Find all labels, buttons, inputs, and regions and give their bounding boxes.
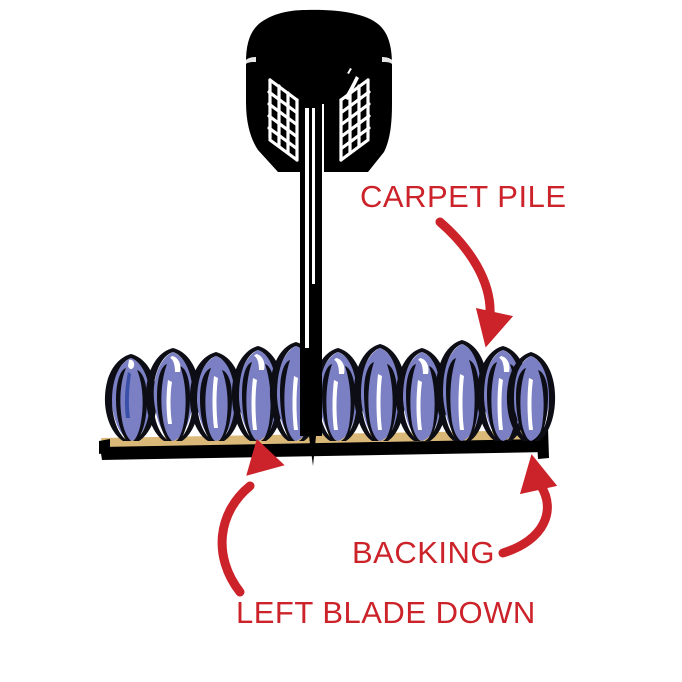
backing-label: BACKING <box>352 535 495 570</box>
pile-tuft <box>104 354 158 441</box>
blade-shaft <box>300 100 322 466</box>
backing-left-end <box>99 439 110 454</box>
pile-tuft <box>506 352 556 441</box>
backing-arrow-stem <box>498 481 552 558</box>
carpet-pile-label: CARPET PILE <box>360 179 567 214</box>
carpet-pile-arrow-head <box>475 307 514 348</box>
tool-head <box>246 9 392 172</box>
tool-grille-left <box>267 78 299 162</box>
annotation-left-blade-down: LEFT BLADE DOWN <box>217 439 536 630</box>
tool-head-shoulder-break-right <box>382 57 392 64</box>
tool-head-body <box>246 9 392 172</box>
left-blade-down-label: LEFT BLADE DOWN <box>236 595 536 630</box>
tool-head-highlight-streak <box>344 76 359 100</box>
backing-arrow-head <box>519 454 558 495</box>
tool-head-shoulder-break-left <box>246 57 256 64</box>
carpet-pile-arrow-stem <box>435 217 495 321</box>
pile-tuft <box>189 352 243 441</box>
annotation-backing: BACKING <box>352 454 558 570</box>
tool-grille-right <box>339 78 371 162</box>
backing-black-bar <box>100 439 548 460</box>
blade-shaft-highlight <box>305 108 309 348</box>
annotation-carpet-pile: CARPET PILE <box>360 179 567 348</box>
carpet-cutting-tool <box>246 9 392 466</box>
blade-shaft-highlight-2 <box>312 108 315 284</box>
tool-head-highlight-dot <box>347 68 352 74</box>
blade-shaft-body <box>300 100 322 466</box>
left-blade-down-arrow-head <box>246 439 285 476</box>
left-blade-down-arrow-stem <box>217 481 255 597</box>
